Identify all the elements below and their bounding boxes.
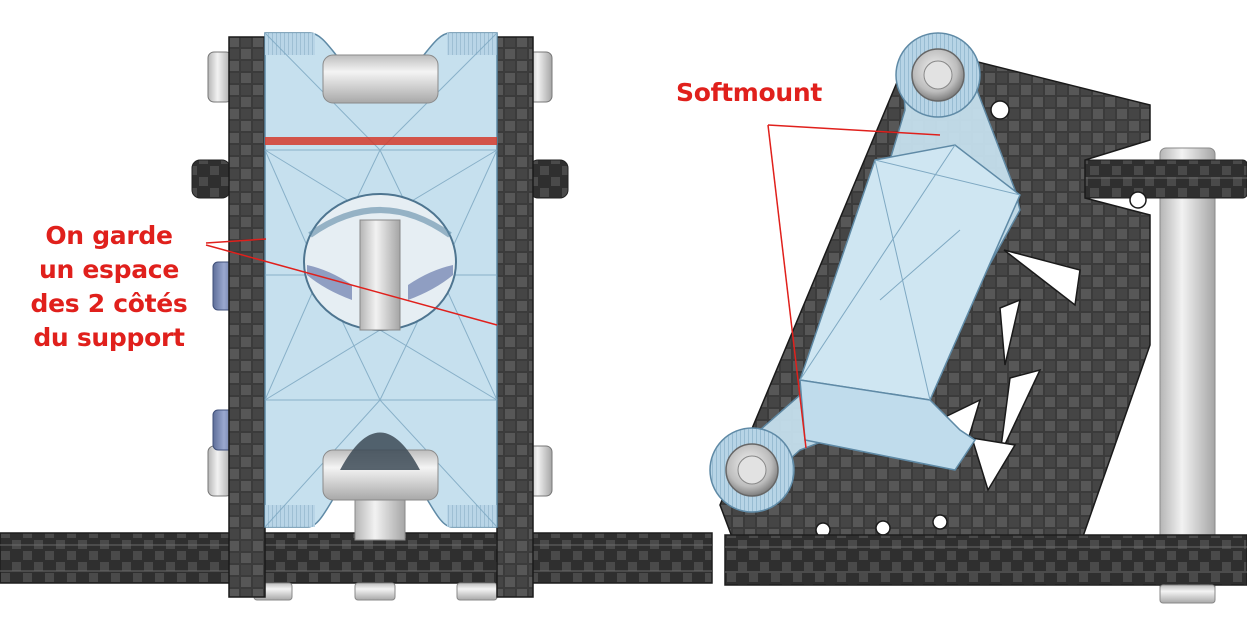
side-screws [191,51,569,497]
right-leader-lines [767,124,941,449]
annotation-left-line-1: On garde [45,221,173,250]
frame-bottom-plate-left [0,532,713,584]
carbon-side-plate-right [496,36,534,598]
softmount-front [264,32,498,541]
front-view [0,32,713,601]
annotation-softmount: Softmount [676,78,823,107]
softmount-side [709,32,1021,513]
bottom-screws [253,582,498,601]
plate-cutouts [815,100,1147,538]
top-standoff [322,54,439,104]
annotation-left-line-2: un espace [39,255,179,284]
left-leader-lines [205,238,498,326]
annotation-left-line-4: du support [33,323,185,352]
carbon-side-plate-left [228,36,266,598]
annotation-left: On garde un espace des 2 côtés du suppor… [14,219,204,355]
annotation-left-line-3: des 2 côtés [30,289,188,318]
frame-bottom-plate-right [724,534,1247,586]
top-rear-plate [1077,159,1247,199]
side-view [709,32,1247,604]
